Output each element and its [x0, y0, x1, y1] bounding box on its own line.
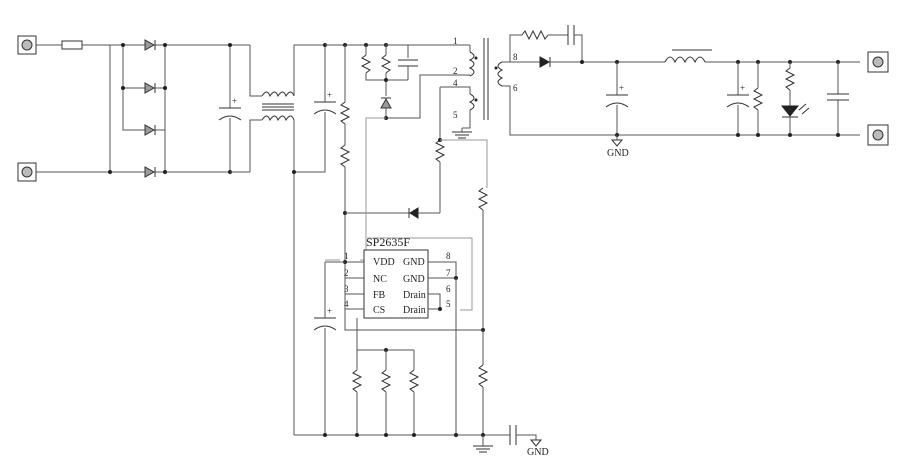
ic-pin-number: 7 [446, 268, 451, 278]
ic-pin-label: Drain [403, 305, 426, 316]
sense-resistor-1 [351, 350, 363, 435]
transformer: 1 2 4 5 8 6 [440, 36, 518, 129]
ic-pin-label: GND [403, 274, 425, 285]
primary-ground-symbol [452, 128, 472, 139]
svg-text:5: 5 [453, 110, 458, 120]
aux-diode [345, 207, 440, 219]
indicator-led [780, 103, 810, 135]
bridge-diode-1 [144, 39, 156, 51]
ic-name: SP2635F [366, 235, 410, 249]
ac-input-terminal-top [17, 35, 37, 55]
controller-ic: SP2635F VDD NC FB CS GND GND Drain Drain… [344, 235, 457, 319]
ic-pin-label: FB [373, 290, 386, 301]
svg-text:6: 6 [513, 83, 518, 93]
bridge-diode-4 [144, 166, 156, 178]
gnd-label-secondary: GND [607, 148, 629, 159]
feedback-resistor-low [477, 330, 489, 435]
bottom-ground-symbol [473, 435, 493, 453]
dc-output-terminal-positive [867, 51, 889, 73]
led-resistor [784, 62, 796, 106]
output-capacitor-2: + [726, 62, 750, 135]
input-capacitor-1: + [218, 45, 242, 172]
svg-text:8: 8 [513, 52, 518, 62]
ic-pin-label: NC [373, 274, 387, 285]
ic-pin-label: CS [373, 305, 385, 316]
dc-output-terminal-negative [867, 124, 889, 146]
snubber-network [360, 44, 470, 119]
bridge-diode-2 [144, 82, 156, 94]
input-capacitor-2: + [294, 45, 337, 173]
svg-text:4: 4 [453, 78, 458, 88]
ic-pin-label: Drain [403, 290, 426, 301]
sense-resistor-3 [408, 350, 420, 435]
bridge-diode-3 [144, 124, 156, 136]
svg-text:+: + [327, 90, 332, 100]
y-capacitor: GND [509, 425, 549, 458]
gnd-label-primary: GND [527, 447, 549, 458]
bleeder-resistor [752, 62, 764, 135]
ic-pin-number: 4 [344, 299, 349, 309]
common-mode-choke [230, 44, 325, 435]
ic-pin-number: 5 [446, 299, 451, 309]
svg-text:+: + [327, 306, 332, 316]
ic-pin-label: GND [403, 257, 425, 268]
drain-resistor [477, 187, 489, 330]
sense-resistor-2 [380, 350, 392, 435]
ic-pin-label: VDD [373, 257, 395, 268]
svg-text:1: 1 [453, 36, 458, 46]
output-capacitor-3 [827, 62, 849, 135]
svg-text:2: 2 [453, 66, 458, 76]
secondary-snubber-resistor [521, 29, 549, 41]
aux-resistor [434, 139, 446, 213]
svg-text:+: + [619, 83, 624, 93]
fuse [61, 40, 83, 50]
output-rectifier-diode [539, 56, 551, 68]
secondary-ground-symbol: GND [607, 135, 629, 159]
ic-pin-number: 3 [344, 284, 349, 294]
output-inductor [664, 49, 712, 64]
svg-text:+: + [232, 96, 237, 106]
ic-pin-number: 2 [344, 268, 349, 278]
startup-resistor-1 [339, 45, 351, 145]
vdd-capacitor: + [313, 262, 337, 435]
output-capacitor-1: + [605, 62, 629, 135]
secondary-snubber-capacitor [567, 25, 575, 45]
ic-pin-number: 8 [446, 251, 451, 261]
ic-pin-number: 6 [446, 284, 451, 294]
ac-input-terminal-bottom [17, 162, 37, 182]
svg-text:+: + [740, 83, 745, 93]
ic-pin-number: 1 [344, 251, 349, 261]
bridge-rectifier [109, 39, 166, 178]
